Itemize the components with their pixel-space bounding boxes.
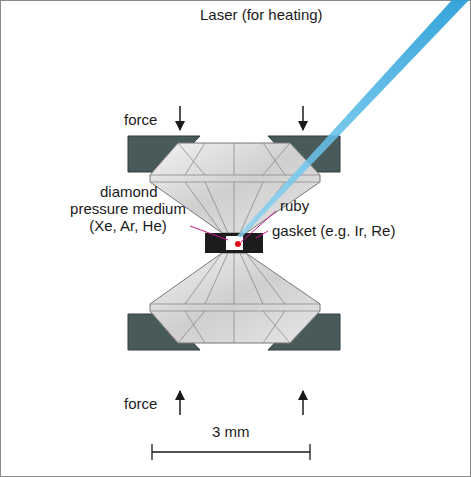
facet-line — [205, 253, 228, 304]
gasket-body — [205, 233, 263, 253]
facet-line — [185, 143, 205, 175]
facet-line — [234, 311, 235, 343]
force-arrow — [302, 106, 304, 130]
ruby-chip — [235, 241, 241, 247]
facet-line — [263, 311, 285, 343]
facet-line — [178, 143, 205, 175]
force-label: force — [124, 111, 157, 128]
leader-line — [190, 226, 228, 240]
facet-line — [150, 143, 178, 175]
diamond-anvil — [150, 143, 320, 233]
scale-bar — [152, 444, 310, 460]
facet-line — [263, 311, 290, 343]
facet-line — [263, 143, 285, 175]
scale-tick — [151, 444, 152, 460]
force-arrow — [179, 106, 181, 130]
force-arrow — [302, 391, 304, 415]
force-arrows — [180, 106, 303, 415]
part-label: pressure medium (Xe, Ar, He) — [66, 200, 190, 234]
facet-line — [150, 304, 320, 305]
force-label: force — [124, 395, 157, 412]
laser-beam — [237, 0, 469, 238]
scale-tick — [309, 444, 310, 460]
facet-line — [234, 182, 235, 233]
part-label: gasket (e.g. Ir, Re) — [272, 222, 395, 239]
leader-lines — [190, 211, 276, 242]
facet-line — [185, 311, 205, 343]
facet-line — [234, 143, 235, 175]
anvil-holders — [128, 136, 340, 350]
gasket — [205, 233, 263, 253]
facet-line — [205, 182, 228, 233]
facet-line — [290, 311, 320, 343]
diamond-anvil — [150, 253, 320, 343]
facet-line — [240, 253, 263, 304]
facet-line — [150, 311, 320, 312]
facet-line — [150, 311, 178, 343]
laser-label: Laser (for heating) — [200, 6, 323, 23]
dimension-label: 3 mm — [212, 423, 250, 440]
part-label: ruby — [280, 197, 309, 214]
facet-line — [178, 311, 205, 343]
facet-line — [263, 143, 290, 175]
force-arrow — [179, 391, 181, 415]
leader-line — [256, 231, 268, 238]
part-label: diamond — [100, 183, 158, 200]
leader-line — [241, 211, 276, 242]
sample-chamber — [226, 236, 243, 250]
facet-line — [234, 253, 235, 304]
scale-line — [152, 451, 310, 452]
